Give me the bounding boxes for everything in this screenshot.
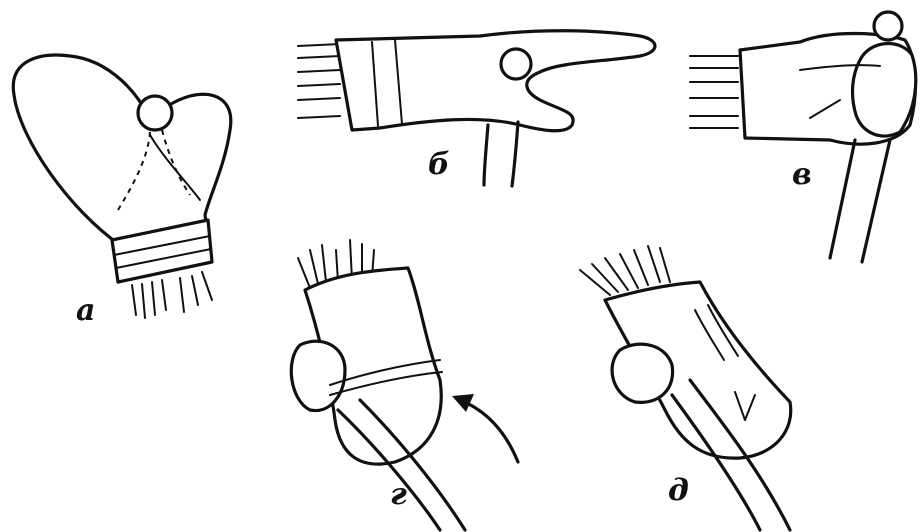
- panel-label-a: а: [76, 296, 95, 326]
- panel-label-d: д: [668, 476, 689, 506]
- panel-a-mitten: [13, 55, 231, 318]
- panel-b-hand-pointing: [298, 31, 655, 186]
- panel-label-g: г: [390, 480, 407, 510]
- panel-v-fist-grip: [690, 12, 916, 262]
- panel-label-b: б: [428, 150, 450, 180]
- panel-label-v: в: [792, 160, 812, 190]
